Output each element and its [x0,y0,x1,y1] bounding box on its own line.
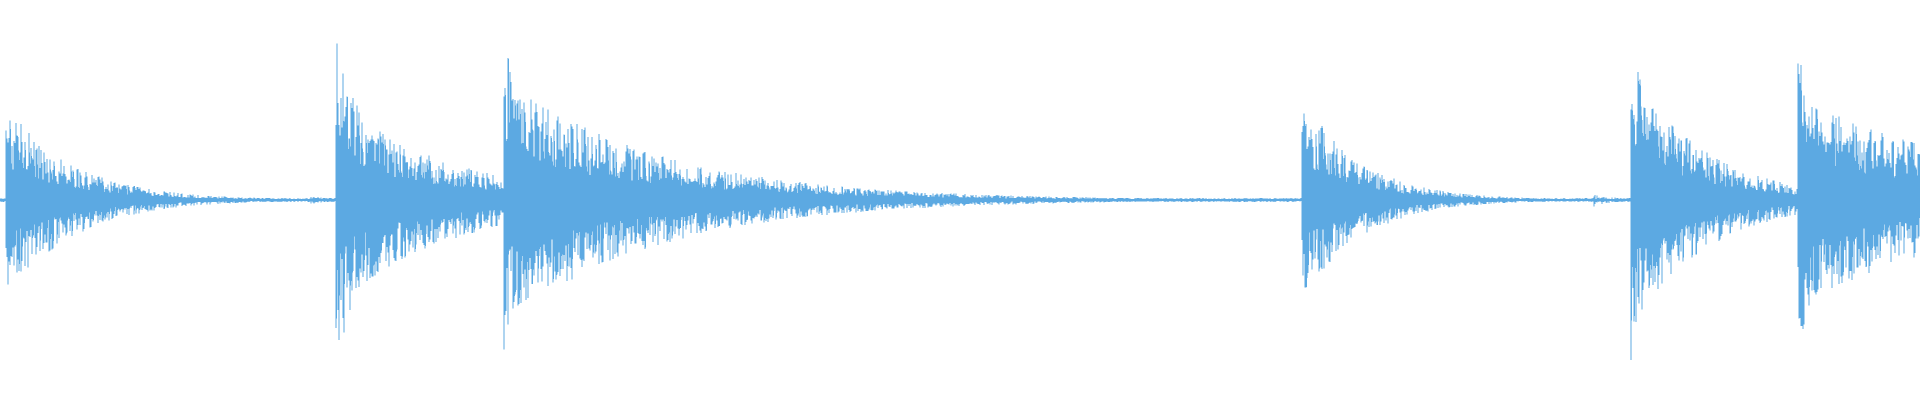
waveform-path [0,43,1920,361]
waveform-trace [0,43,1920,361]
